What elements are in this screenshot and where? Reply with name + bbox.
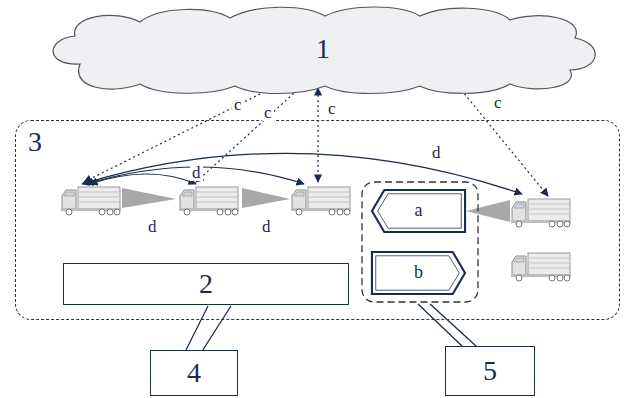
arrow-box: a [371, 189, 466, 233]
sensor-beam [466, 200, 510, 222]
callout-box: 5 [445, 346, 535, 396]
truck [179, 187, 239, 215]
link-label: d [190, 164, 203, 181]
callout-number: 4 [187, 358, 201, 389]
leader-line [186, 306, 208, 350]
truck [61, 187, 121, 215]
group-outline [362, 182, 478, 302]
callout-number: a [415, 201, 423, 221]
cloud-link [317, 88, 318, 182]
cloud-link [84, 80, 288, 182]
platoon-region: 3 2 a b [15, 120, 620, 320]
cloud-link [196, 84, 304, 182]
link-label: c [232, 96, 244, 113]
sensor-beam [242, 188, 290, 208]
leader-line [418, 304, 462, 346]
callout-number: b [414, 263, 423, 283]
leader-line [203, 306, 231, 350]
link-label: c [262, 104, 274, 121]
truck [511, 199, 571, 227]
truck [511, 253, 571, 281]
link-label: c [326, 100, 338, 117]
callout-number: 5 [483, 356, 497, 387]
callout-box: 4 [150, 350, 238, 396]
arrow-box: b [371, 251, 466, 295]
sensor-beam [122, 188, 176, 208]
function-box: 2 [63, 263, 349, 305]
callout-number: 1 [316, 34, 330, 65]
link-label: d [260, 218, 273, 235]
truck [291, 187, 351, 215]
callout-number: 3 [28, 127, 42, 158]
v2v-link [90, 174, 196, 184]
leader-line [430, 304, 476, 346]
link-label: c [492, 94, 504, 111]
callout-number: 2 [199, 269, 213, 300]
v2v-link [82, 153, 522, 194]
cloud: 1 [40, 4, 606, 94]
cloud-link [458, 86, 548, 196]
link-label: d [146, 218, 159, 235]
link-label: d [430, 144, 443, 161]
